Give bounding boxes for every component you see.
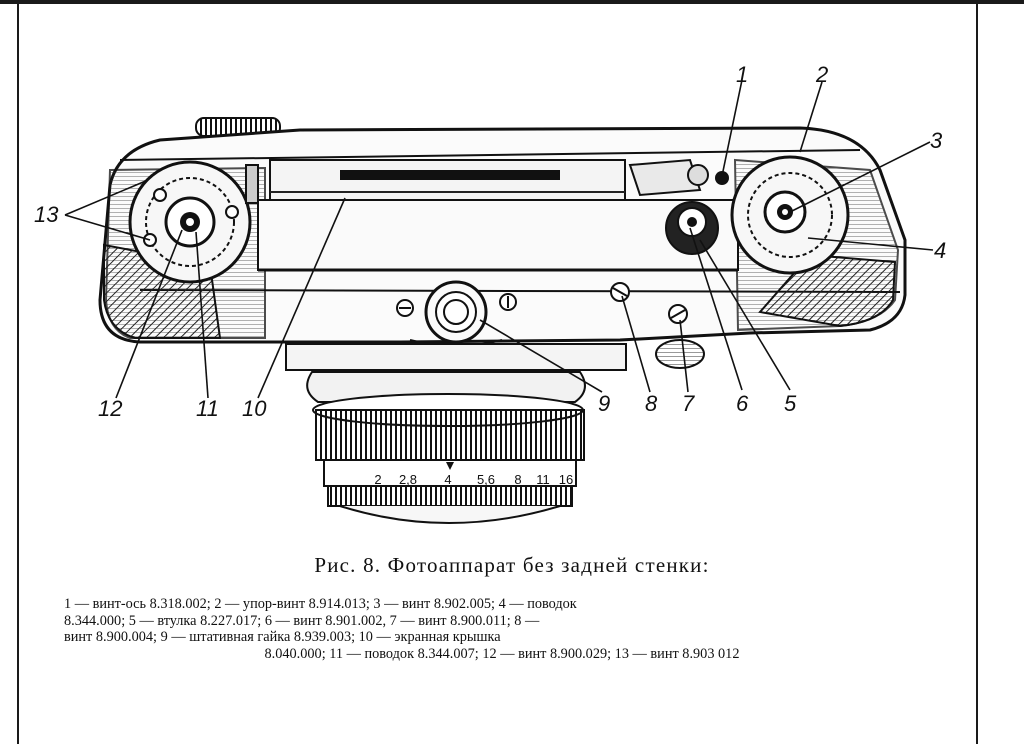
lens-aperture-scale: 2 2,8 4 5,6 8 11 16: [374, 472, 573, 487]
callout-12: 12: [98, 396, 123, 421]
aperture-label-2: 2: [374, 472, 381, 487]
callout-7: 7: [682, 391, 695, 416]
aperture-index-marker: [446, 462, 454, 470]
frame-top-border: [0, 0, 1024, 4]
leader-lines: [64, 79, 934, 399]
callout-2: 2: [816, 62, 829, 87]
figure-caption: Рис. 8. Фотоаппарат без задней стенки:: [314, 553, 710, 577]
frame-right-border: [976, 4, 978, 744]
callout-6: 6: [736, 391, 749, 416]
legend-line-1: 1 — винт-ось 8.318.002; 2 — упор-винт 8.…: [64, 596, 577, 612]
front-plate: [285, 339, 705, 371]
screws: [396, 282, 688, 324]
callout-5: 5: [784, 391, 797, 416]
left-film-spool: [128, 160, 259, 284]
callout-11: 11: [196, 396, 219, 421]
callout-13: 13: [34, 202, 59, 227]
right-film-spool: [730, 155, 850, 275]
legend-line-4: 8.040.000; 11 — поводок 8.344.007; 12 — …: [264, 645, 740, 662]
frame-left-border: [17, 4, 19, 744]
aperture-label-4: 4: [444, 472, 451, 487]
callout-1: 1: [736, 62, 749, 87]
legend-line-3: винт 8.900.004; 9 — штативная гайка 8.93…: [64, 629, 501, 646]
aperture-label-11: 11: [536, 472, 550, 487]
tripod-nut: [409, 280, 503, 347]
callout-10: 10: [242, 396, 267, 421]
sprocket-assembly: [628, 158, 729, 255]
aperture-label-2-8: 2,8: [399, 472, 417, 487]
figure-legend: 1 — винт-ось 8.318.002; 2 — упор-винт 8.…: [64, 596, 940, 662]
callout-4: 4: [934, 238, 947, 263]
aperture-label-16: 16: [559, 472, 573, 487]
aperture-label-8: 8: [514, 472, 521, 487]
aperture-label-5-6: 5,6: [477, 472, 495, 487]
callout-3: 3: [930, 128, 943, 153]
legend-line-2: 8.344.000; 5 — втулка 8.227.017; 6 — вин…: [64, 612, 540, 629]
callout-8: 8: [645, 391, 658, 416]
camera-illustration: 2 2,8 4 5,6 8 11 16: [64, 79, 934, 524]
lens-assembly: [306, 371, 586, 524]
callout-9: 9: [598, 391, 611, 416]
